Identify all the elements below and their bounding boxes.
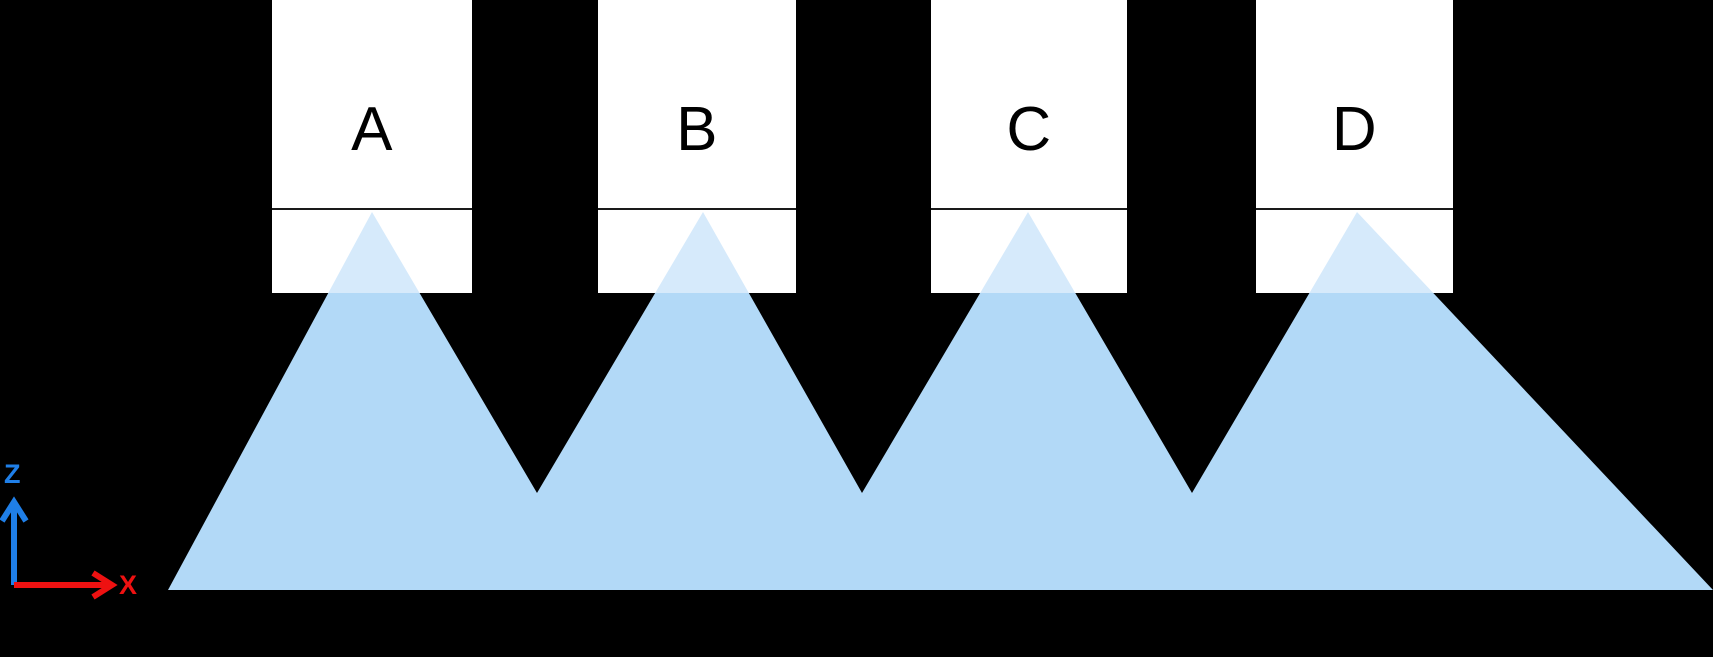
box-d-letter: D bbox=[1331, 95, 1378, 164]
terrain-through-boxes bbox=[328, 212, 1434, 293]
terrain-silhouette bbox=[168, 212, 1713, 590]
x-axis-arrow bbox=[14, 570, 118, 600]
box-b[interactable]: B bbox=[598, 0, 796, 293]
box-c[interactable]: C bbox=[931, 0, 1127, 293]
z-axis-arrow bbox=[0, 496, 29, 585]
box-c-letter: C bbox=[1006, 95, 1052, 164]
box-b-letter: B bbox=[676, 95, 718, 164]
z-axis-label: Z bbox=[4, 459, 21, 489]
box-a[interactable]: A bbox=[272, 0, 472, 293]
x-axis-label: X bbox=[119, 570, 138, 600]
box-d[interactable]: D bbox=[1256, 0, 1453, 293]
box-a-letter: A bbox=[351, 95, 393, 164]
